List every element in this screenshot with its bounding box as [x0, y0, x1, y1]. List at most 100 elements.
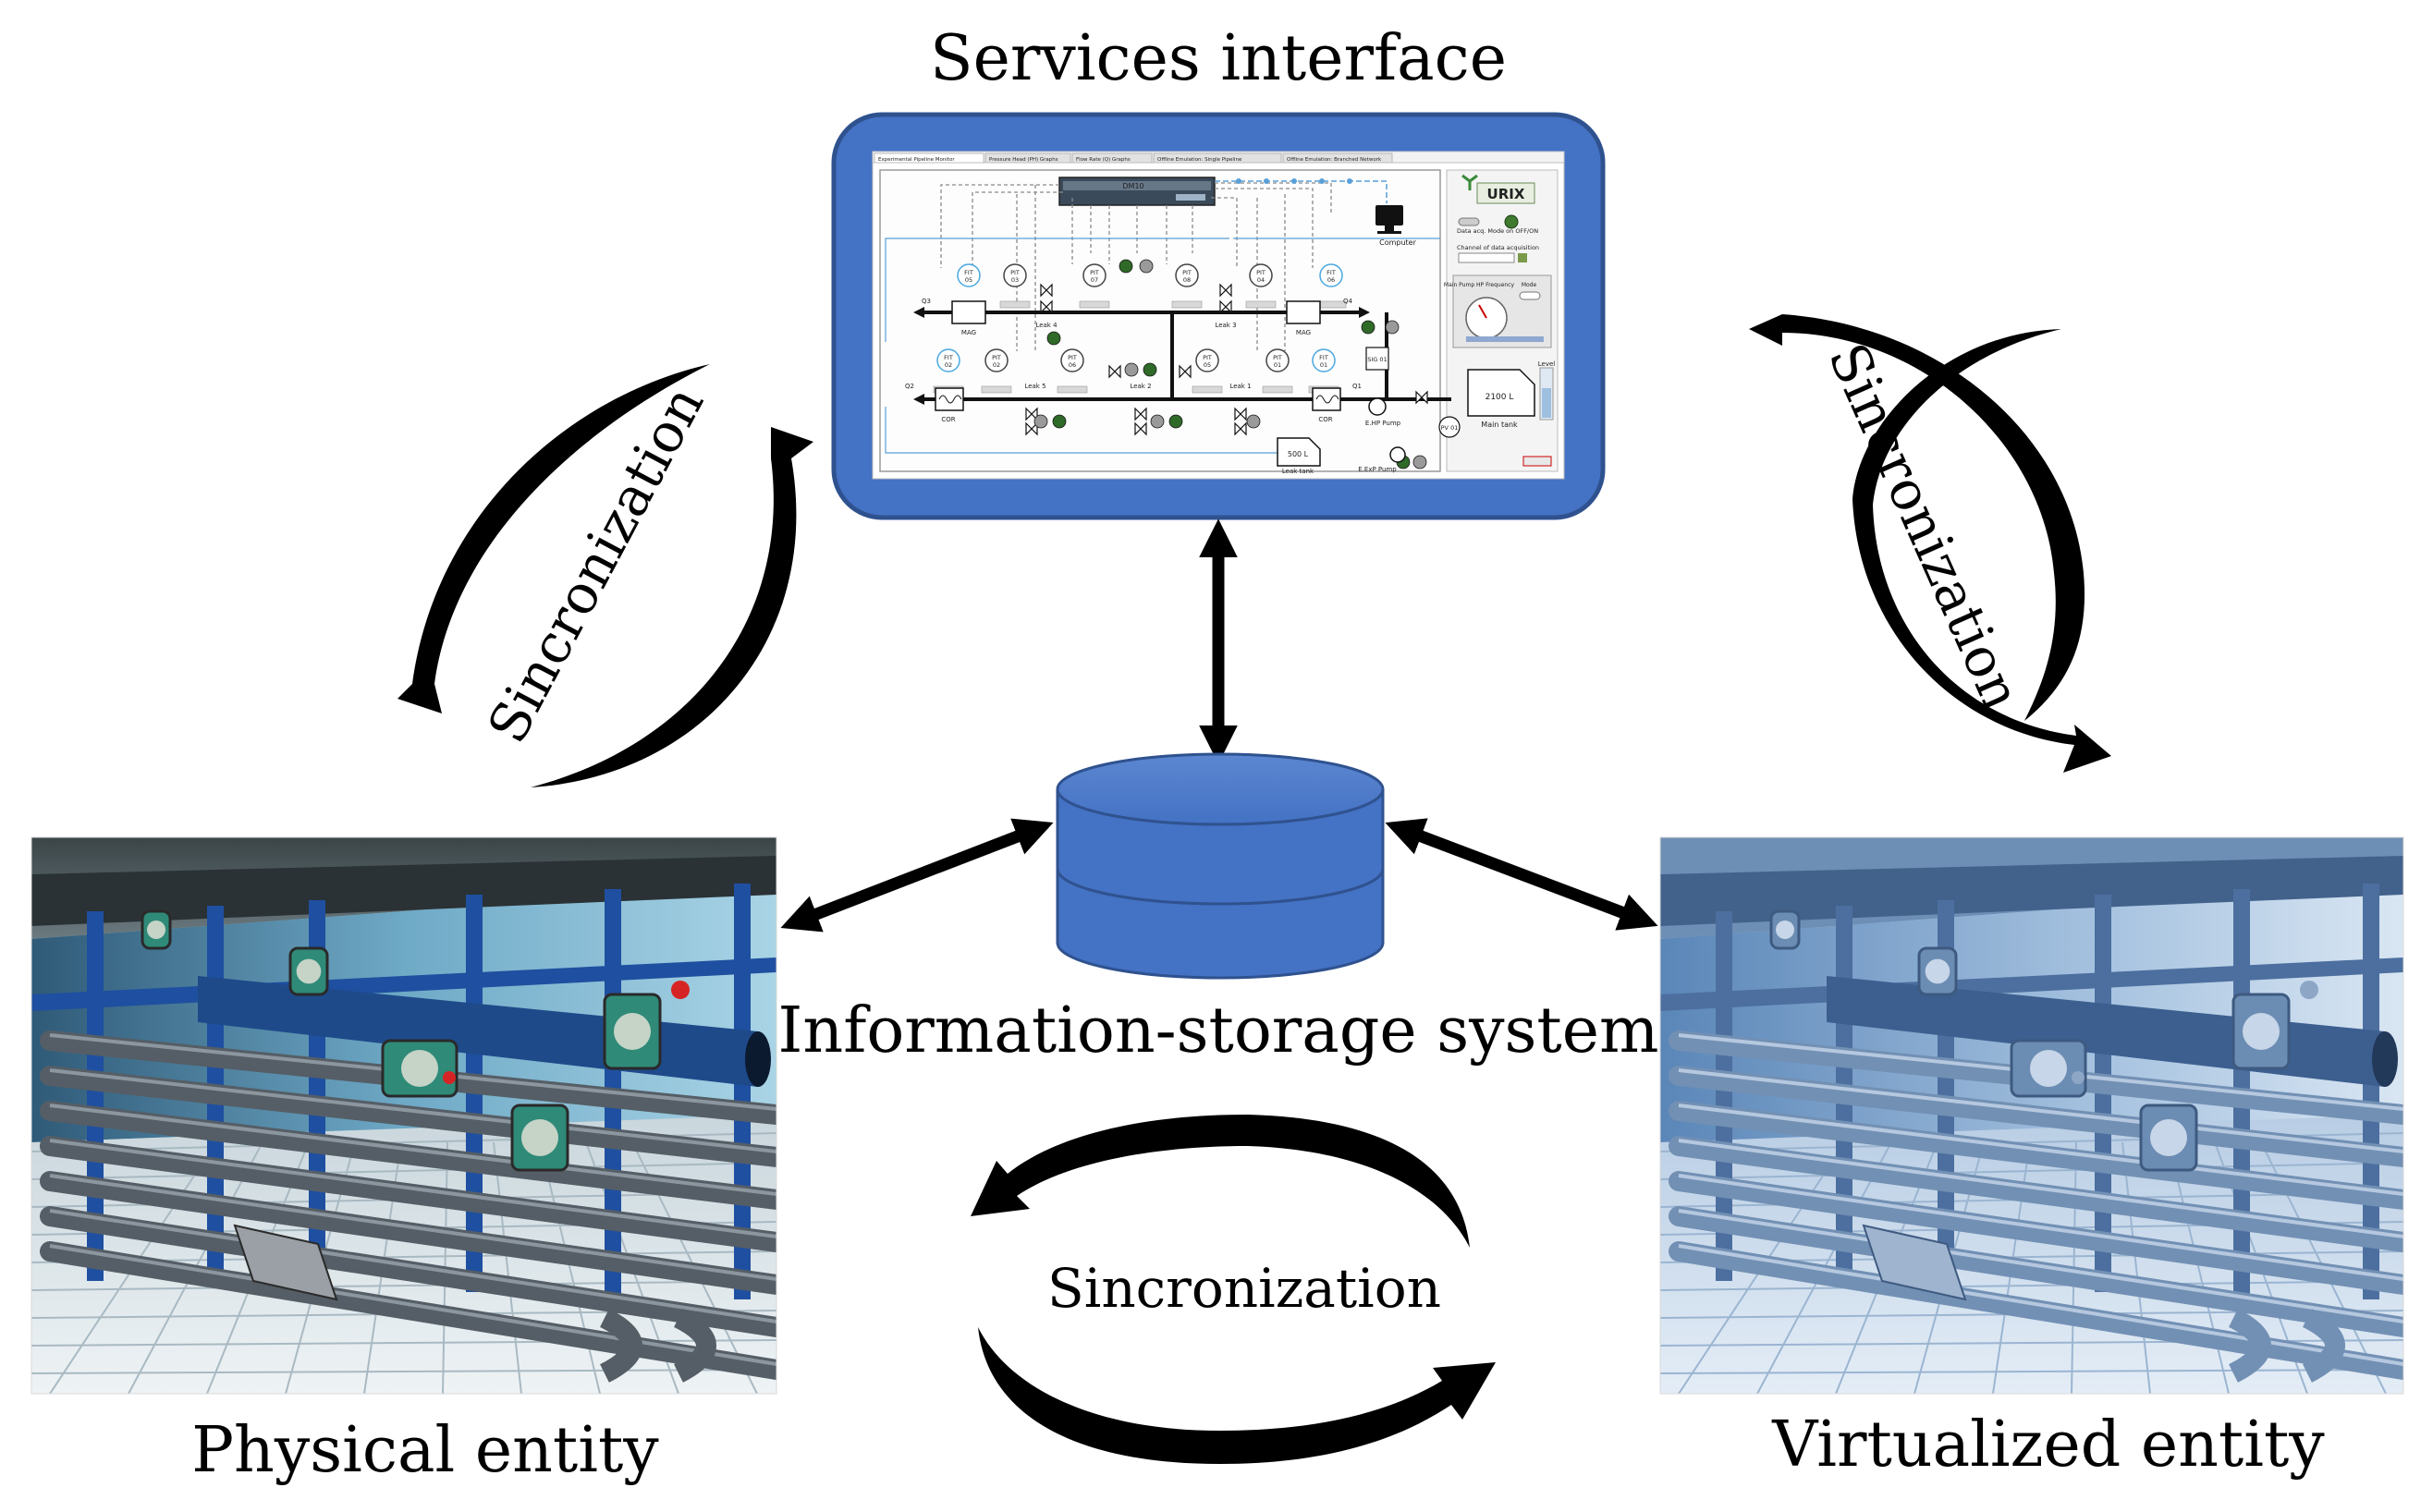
instrument-number: 04: [1257, 276, 1265, 284]
hmi-tab-0[interactable]: Experimental Pipeline Monitor: [874, 152, 984, 164]
valve-icon: [1134, 421, 1147, 436]
hmi-tab-2[interactable]: Flow Rate (Q) Graphs: [1071, 152, 1153, 164]
physical-entity-label: Physical entity: [191, 1414, 659, 1487]
flow-label: Q2: [905, 383, 914, 390]
instrument-number: 01: [1274, 361, 1281, 369]
gauge-title: Main Pump HP Frequency: [1444, 282, 1515, 288]
valve-icon: [1025, 407, 1038, 421]
hmi-tab-4[interactable]: Offline Emulation: Branched Network: [1282, 152, 1393, 164]
instrument-tag: PIT: [1010, 269, 1020, 276]
status-light-icon: [1139, 259, 1154, 274]
hmi-instruments: FIT05PIT03PIT07PIT08PIT04FIT06FIT02PIT02…: [905, 263, 1362, 423]
instrument-number: 02: [993, 361, 1000, 369]
dm10-label: DM10: [1122, 182, 1143, 190]
sig01: SIG 01: [1365, 347, 1389, 371]
sync-cycle-left: Sincronization: [397, 364, 813, 787]
data-acq-toggle[interactable]: [1458, 217, 1480, 226]
instrument-tag: PIT: [1256, 269, 1265, 276]
instrument-tag: FIT: [964, 269, 973, 276]
valve-icon: [1134, 407, 1147, 421]
instrument-tag: PIT: [992, 354, 1001, 361]
leak-pump: E.ExP Pump: [1358, 446, 1406, 473]
gauge-mode-toggle[interactable]: [1519, 291, 1541, 300]
instrument-tag: PIT: [1182, 269, 1192, 276]
hmi-valves: [1025, 283, 1428, 436]
physical-entity-photo: [31, 836, 777, 1395]
channel-button[interactable]: [1518, 253, 1527, 262]
stop-button[interactable]: [1522, 456, 1552, 467]
pv01-label: PV 01: [1441, 424, 1459, 432]
urix-logo: URIX: [1461, 174, 1535, 204]
data-acq-label: Data acq. Mode on OFF/ON: [1457, 227, 1538, 235]
virtualized-entity-label: Virtualized entity: [1771, 1408, 2325, 1482]
flowmeter-label: MAG: [1296, 329, 1311, 336]
leak-label: Leak 3: [1215, 322, 1236, 329]
leak-label: Leak 4: [1035, 322, 1058, 329]
signal-lines: [940, 182, 1332, 351]
channel-field[interactable]: [1458, 252, 1515, 263]
status-light-icon: [1119, 259, 1133, 274]
hmi-status-lights: [1033, 259, 1427, 469]
flowmeters: [935, 300, 1341, 411]
leak-label: Leak 1: [1229, 383, 1251, 390]
storage-label: Information-storage system: [778, 994, 1659, 1067]
hmi-tab-label: Offline Emulation: Branched Network: [1287, 157, 1382, 163]
main-pump-label: E.HP Pump: [1365, 420, 1401, 427]
status-light-icon: [1361, 320, 1375, 335]
instrument-number: 05: [965, 276, 972, 284]
valve-icon: [1219, 283, 1232, 298]
sync-cycle-bottom: Sincronization: [971, 1115, 1496, 1464]
database-cylinder: [1056, 752, 1385, 980]
valve-icon: [1040, 299, 1053, 314]
instrument-tag: FIT: [1319, 354, 1328, 361]
status-light-icon: [1124, 362, 1139, 377]
valve-icon: [1040, 283, 1053, 298]
hmi-tab-1[interactable]: Pressure Head (PH) Graphs: [984, 152, 1071, 164]
leak-tank: 500 L Leak tank: [1277, 437, 1321, 475]
services-interface-title: Services interface: [930, 22, 1507, 95]
status-light-icon: [1143, 362, 1157, 377]
leak-tank-volume: 500 L: [1288, 450, 1309, 458]
leak-tank-label: Leak tank: [1282, 468, 1314, 475]
instrument-number: 03: [1011, 276, 1019, 284]
hmi-tab-3[interactable]: Offline Emulation: Single Pipeline: [1153, 152, 1282, 164]
storage-virtual-arrow: [1385, 818, 1658, 931]
instrument-number: 08: [1183, 276, 1191, 284]
status-light-icon: [1046, 331, 1061, 346]
status-light-icon: [1246, 414, 1261, 429]
valve-icon: [1234, 421, 1247, 436]
urix-logo-text: URIX: [1487, 186, 1525, 202]
instrument-number: 01: [1320, 361, 1327, 369]
status-light-icon: [1168, 414, 1183, 429]
instrument-number: 05: [1204, 361, 1211, 369]
computer-icon: [1375, 205, 1403, 234]
valve-icon: [1179, 364, 1192, 379]
channel-label: Channel of data acquisition: [1457, 244, 1539, 251]
leak-label: Leak 5: [1024, 383, 1045, 390]
instrument-tag: PIT: [1273, 354, 1282, 361]
main-tank: 2100 L Main tank: [1467, 369, 1535, 429]
level-label: Level: [1538, 360, 1556, 368]
leak-pump-label: E.ExP Pump: [1358, 466, 1397, 473]
sync-bottom-label: Sincronization: [1047, 1257, 1441, 1320]
instrument-number: 07: [1091, 276, 1098, 284]
sync-cycle-right: Sincronization: [1749, 314, 2111, 773]
instrument-tag: FIT: [1327, 269, 1336, 276]
valve-icon: [1219, 299, 1232, 314]
valve-icon: [1108, 364, 1121, 379]
main-tank-volume: 2100 L: [1485, 393, 1514, 402]
leak-label: Leak 2: [1130, 383, 1151, 390]
instrument-tag: PIT: [1068, 354, 1077, 361]
gauge-mode: Mode: [1522, 282, 1537, 288]
